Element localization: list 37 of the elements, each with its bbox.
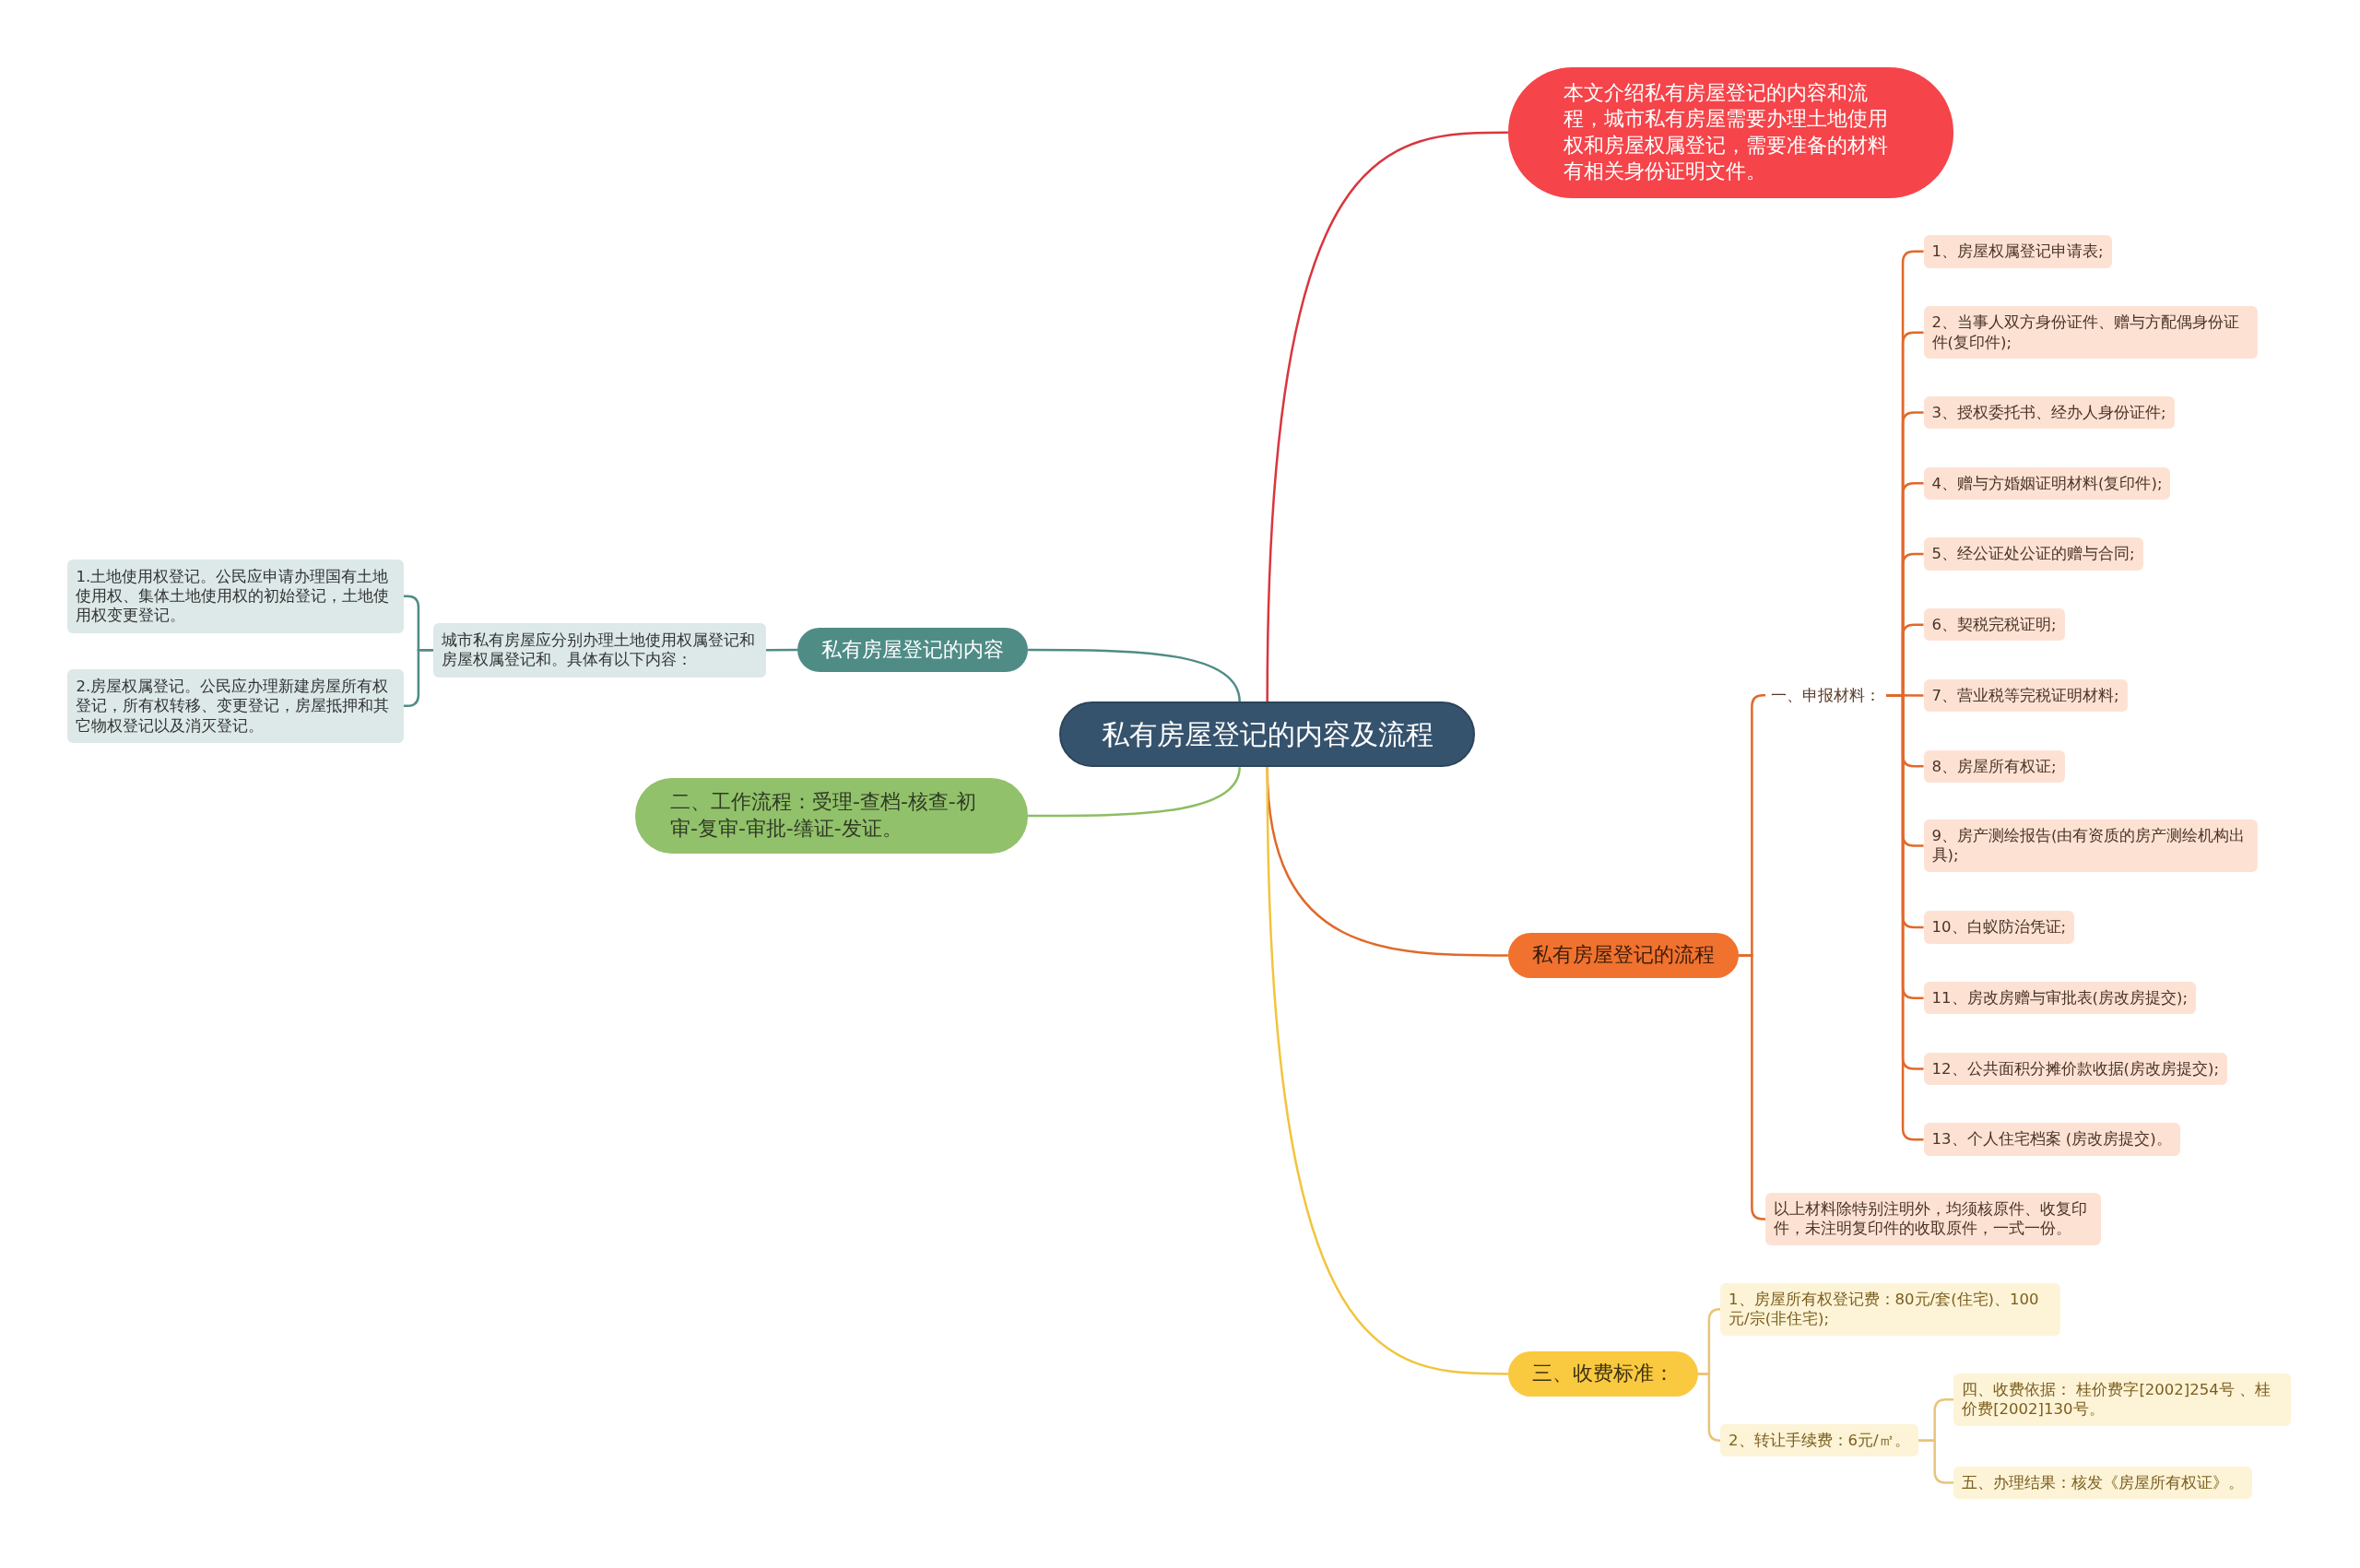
item-box: 13、个人住宅档案 (房改房提交)。 [1923, 1123, 2180, 1156]
branch-label: 一、申报材料： [1765, 681, 1887, 710]
central-topic: 私有房屋登记的内容及流程 [1059, 701, 1475, 768]
item-box: 5、经公证处公证的赠与合同; [1923, 537, 2143, 571]
item-box: 1、房屋所有权登记费：80元/套(住宅)、100元/宗(非住宅); [1720, 1282, 2061, 1336]
item-box: 2、当事人双方身份证件、赠与方配偶身份证件(复印件); [1923, 306, 2258, 360]
item-box: 10、白蚁防治凭证; [1923, 911, 2075, 944]
connector [1266, 131, 1508, 702]
item-box: 11、房改房赠与审批表(房改房提交); [1923, 981, 2196, 1015]
connector [1028, 767, 1241, 818]
topic-box: 三、收费标准： [1507, 1351, 1698, 1397]
item-box: 9、房产测绘报告(由有资质的房产测绘机构出具); [1923, 819, 2258, 872]
text-card: 2.房屋权属登记。公民应办理新建房屋所有权登记，所有权转移、变更登记，房屋抵押和其它物权登记以及消灭登记。 [67, 668, 404, 743]
connector [1886, 694, 1924, 1141]
item-box: 12、公共面积分摊价款收据(房改房提交); [1923, 1052, 2227, 1086]
item-box: 四、收费依据： 桂价费字[2002]254号 、桂价费[2002]130号。 [1953, 1373, 2291, 1426]
item-box: 1、房屋权属登记申请表; [1923, 235, 2112, 268]
connector [1918, 1439, 1954, 1484]
topic-box: 私有房屋登记的流程 [1507, 933, 1739, 978]
topic-box: 二、工作流程：受理-查档-核查-初审-复审-审批-缮证-发证。 [634, 778, 1029, 854]
connector [766, 648, 798, 652]
text-card: 1.土地使用权登记。公民应申请办理国有土地使用权、集体土地使用权的初始登记，土地使用权变更登记。 [67, 559, 404, 633]
connector [1028, 648, 1241, 702]
item-box: 以上材料除特别注明外，均须核原件、收复印件，未注明复印件的收取原件，一式一份。 [1765, 1192, 2102, 1245]
text-card: 城市私有房屋应分别办理土地使用权属登记和房屋权属登记和。具体有以下内容： [433, 622, 766, 678]
topic-box: 私有房屋登记的内容 [797, 627, 1029, 673]
topic-box: 本文介绍私有房屋登记的内容和流程，城市私有房屋需要办理土地使用权和房屋权属登记，需要准备的材料有相关身份证明文件。 [1507, 66, 1954, 199]
item-box: 8、房屋所有权证; [1923, 749, 2065, 783]
item-box: 4、赠与方婚姻证明材料(复印件); [1923, 466, 2171, 500]
connector [1266, 767, 1508, 1375]
item-box: 7、营业税等完税证明材料; [1923, 678, 2128, 713]
connector [1738, 954, 1766, 1220]
item-box: 6、契税完税证明; [1923, 608, 2065, 642]
item-box: 五、办理结果：核发《房屋所有权证》。 [1953, 1466, 2253, 1500]
item-box: 3、授权委托书、经办人身份证件; [1923, 395, 2175, 430]
item-box: 2、转让手续费：6元/㎡。 [1720, 1423, 1918, 1457]
connector [1697, 1373, 1722, 1442]
